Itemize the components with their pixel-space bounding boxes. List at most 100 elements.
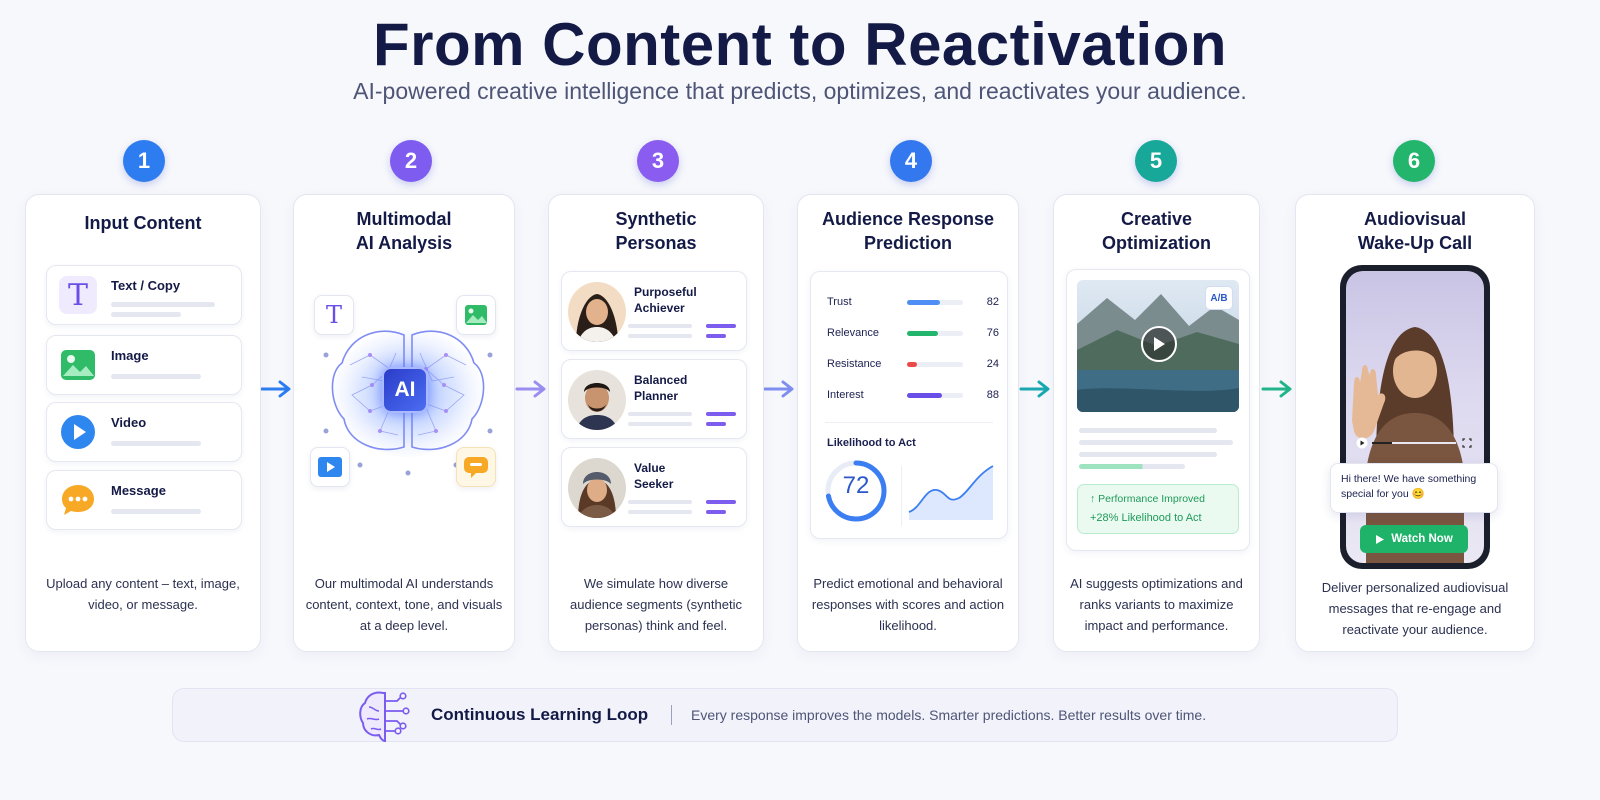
card-description: Predict emotional and behavioral respons… <box>811 576 1005 633</box>
card-title: Input Content <box>84 213 202 233</box>
metric-bar <box>907 393 963 398</box>
performance-improved-box: ↑ Performance Improved +28% Likelihood t… <box>1077 484 1239 534</box>
metric-value: 24 <box>986 358 999 370</box>
card-description: Our multimodal AI understands content, c… <box>305 576 503 633</box>
metric-label: Trust <box>827 296 852 308</box>
arrow-icon <box>763 380 794 398</box>
likelihood-label: Likelihood to Act <box>827 437 916 449</box>
page-subtitle: AI-powered creative intelligence that pr… <box>353 78 1247 104</box>
improved-value: +28% Likelihood to Act <box>1090 512 1202 524</box>
input-item-video[interactable]: Video <box>46 402 242 462</box>
fullscreen-icon[interactable] <box>1462 438 1472 448</box>
video-icon <box>59 413 97 451</box>
loop-description: Every response improves the models. Smar… <box>691 707 1207 723</box>
text-icon: T <box>59 276 97 314</box>
message-icon <box>59 481 97 519</box>
video-icon <box>310 447 350 487</box>
metric-bar <box>907 331 963 336</box>
metric-label: Resistance <box>827 358 882 370</box>
optimization-panel: A/B ↑ Performance Improved +28% Likeliho… <box>1066 269 1250 551</box>
step-4-badge: 4 <box>890 140 932 182</box>
metric-bar-fill <box>907 362 917 367</box>
arrow-icon <box>260 380 291 398</box>
avatar <box>568 458 626 518</box>
metric-bar-fill <box>907 393 942 398</box>
arrow-icon <box>515 380 546 398</box>
brain-circuit-icon <box>359 691 410 743</box>
ai-chip: AI <box>382 367 428 413</box>
watch-now-button[interactable]: Watch Now <box>1360 525 1468 553</box>
phone-mockup <box>1340 265 1490 569</box>
arrow-icon <box>1019 380 1050 398</box>
input-item-label: Message <box>111 483 166 498</box>
play-icon <box>1356 437 1368 449</box>
metric-bar-fill <box>907 300 940 305</box>
continuous-learning-bar: Continuous Learning Loop Every response … <box>172 688 1398 743</box>
step-6-badge: 6 <box>1393 140 1435 182</box>
input-item-label: Image <box>111 348 149 363</box>
metric-bar-fill <box>907 331 938 336</box>
divider <box>671 705 672 725</box>
card-description: AI suggests optimizations and ranks vari… <box>1070 576 1243 633</box>
image-icon <box>59 346 97 384</box>
likelihood-gauge <box>825 460 887 522</box>
step-1-badge: 1 <box>123 140 165 182</box>
likelihood-value: 72 <box>842 472 870 499</box>
arrow-up-icon: ↑ <box>1090 493 1096 505</box>
phone-screen <box>1346 271 1484 563</box>
text-icon: T <box>314 295 354 335</box>
card-description: Upload any content – text, image, video,… <box>46 576 240 612</box>
card-description: We simulate how diverse audience segment… <box>570 576 742 633</box>
improved-label: Performance Improved <box>1098 493 1205 505</box>
ab-test-badge[interactable]: A/B <box>1205 286 1233 310</box>
input-item-image[interactable]: Image <box>46 335 242 395</box>
chat-message: Hi there! We have something special for … <box>1330 463 1498 513</box>
trend-sparkline <box>908 465 994 520</box>
metric-value: 88 <box>986 389 999 401</box>
loop-title: Continuous Learning Loop <box>431 705 649 724</box>
input-item-label: Video <box>111 415 147 430</box>
avatar <box>568 282 626 342</box>
play-button[interactable] <box>1141 326 1177 362</box>
input-item-message[interactable]: Message <box>46 470 242 530</box>
message-icon <box>456 447 496 487</box>
step-5-badge: 5 <box>1135 140 1177 182</box>
page-title: From Content to Reactivation <box>372 11 1228 78</box>
video-progress-bar[interactable] <box>1356 437 1474 449</box>
presenter-video <box>1352 327 1464 563</box>
input-item-text[interactable]: T Text / Copy <box>46 265 242 325</box>
metric-value: 76 <box>986 327 999 339</box>
metric-bar <box>907 300 963 305</box>
metric-value: 82 <box>986 296 999 308</box>
step-2-badge: 2 <box>390 140 432 182</box>
play-icon <box>1376 534 1385 544</box>
metric-bar <box>907 362 963 367</box>
step-3-badge: 3 <box>637 140 679 182</box>
metric-label: Relevance <box>827 327 879 339</box>
metric-label: Interest <box>827 389 864 401</box>
input-item-label: Text / Copy <box>111 278 181 293</box>
watch-now-label: Watch Now <box>1391 533 1453 545</box>
image-icon <box>456 295 496 335</box>
avatar <box>568 370 626 430</box>
card-description: Deliver personalized audiovisual message… <box>1321 580 1509 637</box>
step-card-input-content: Input Content T Text / Copy Image Video … <box>25 194 261 652</box>
arrow-icon <box>1261 380 1292 398</box>
